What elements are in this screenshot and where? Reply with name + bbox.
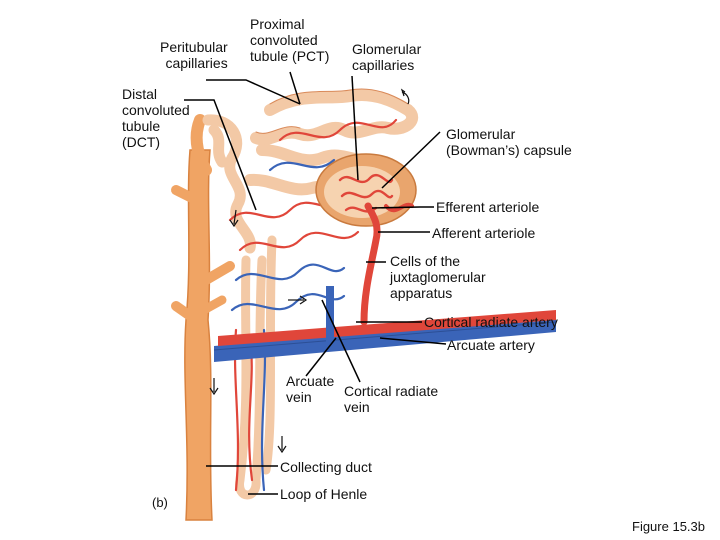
label-cortical-radiate-vein: Cortical radiate vein xyxy=(344,383,439,415)
collecting-duct-shape xyxy=(171,114,235,521)
label-loop-of-henle: Loop of Henle xyxy=(280,486,368,502)
label-arcuate-vein: Arcuate vein xyxy=(286,373,335,405)
label-jga: Cells of the juxtaglomerular apparatus xyxy=(390,253,486,301)
label-dct: Distal convoluted tubule (DCT) xyxy=(122,86,190,150)
label-afferent-arteriole: Afferent arteriole xyxy=(432,225,536,241)
label-glomerular-capillaries: Glomerular capillaries xyxy=(352,41,422,73)
label-cortical-radiate-artery: Cortical radiate artery xyxy=(424,314,558,330)
loop-of-henle-shape xyxy=(235,235,277,500)
glomerular-capsule-shape xyxy=(315,153,417,227)
pct-outline xyxy=(255,88,409,134)
label-bowman-capsule: Glomerular (Bowman’s) capsule xyxy=(446,126,572,158)
figure-caption: Figure 15.3b xyxy=(632,519,705,534)
dct-shape xyxy=(202,114,256,254)
leader-lines xyxy=(184,71,447,495)
panel-label: (b) xyxy=(152,495,168,510)
label-pct: Proximal convoluted tubule (PCT) xyxy=(250,16,330,64)
flow-arrows xyxy=(209,88,410,454)
label-collecting-duct: Collecting duct xyxy=(280,459,372,475)
label-arcuate-artery: Arcuate artery xyxy=(447,337,535,353)
label-peritubular-capillaries: Peritubular capillaries xyxy=(160,39,228,71)
label-efferent-arteriole: Efferent arteriole xyxy=(436,199,540,215)
